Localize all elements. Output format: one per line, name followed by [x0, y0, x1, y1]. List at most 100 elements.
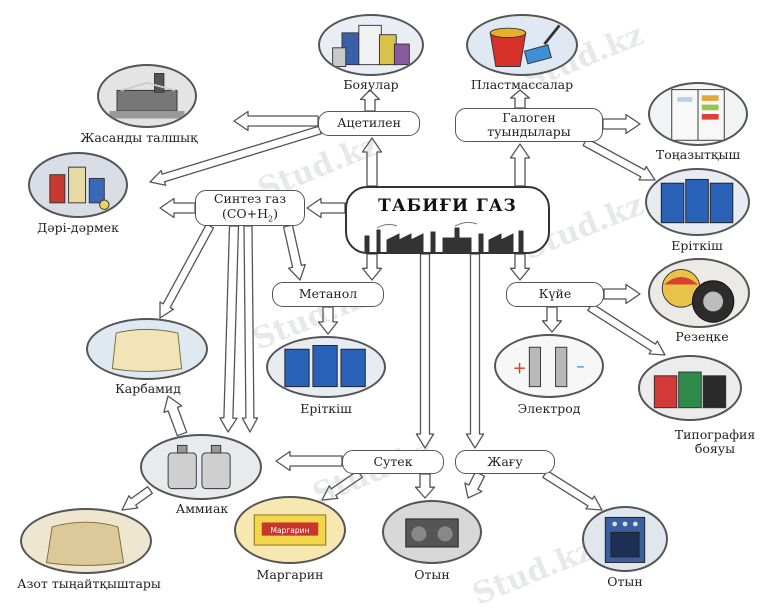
arrow-syngas-ammonia	[219, 225, 240, 433]
arrow-syngas-margarine-line	[241, 225, 259, 433]
plastics-picture	[466, 14, 578, 76]
arrow-ammonia-fertilizers	[121, 486, 153, 511]
electrode-icon: + –	[512, 346, 585, 388]
arrow-combustion-stove	[542, 469, 603, 511]
ammonia-label: Аммиак	[175, 501, 229, 516]
plastics-label: Пластмассалар	[470, 77, 574, 92]
arrow-syngas-urea	[159, 223, 215, 319]
fuel-right-picture	[582, 506, 668, 572]
svg-text:–: –	[576, 356, 584, 376]
margarine-label: Маргарин	[256, 567, 324, 582]
arrow-hub-halogen	[509, 143, 531, 187]
node-acetylene: Ацетилен	[318, 111, 420, 136]
plastic-bucket-icon	[489, 24, 561, 67]
urea-sack-icon	[111, 328, 183, 372]
printing-ink-label-1: Типография	[674, 427, 756, 442]
solvent-right-picture	[645, 168, 750, 236]
solvent-barrels-icon	[660, 178, 734, 224]
fertilizer-sack-icon	[46, 521, 125, 566]
gas-stove-icon	[604, 516, 646, 563]
factory-skyline-icon	[364, 222, 524, 252]
medicines-picture	[28, 152, 128, 218]
fuel-center-picture	[382, 500, 482, 564]
hub-title: ТАБИҒИ ГАЗ	[378, 196, 517, 216]
printing-ink-picture	[638, 355, 742, 421]
ammonia-tanks-icon	[167, 444, 231, 490]
electrode-label: Электрод	[517, 401, 581, 416]
margarine-pack-text: Маргарин	[271, 526, 310, 535]
arrow-hub-acetylene	[361, 137, 383, 187]
printing-ink-label: Типография бояуы	[660, 427, 770, 457]
nitrogen-fertilizers-label: Азот тыңайтқыштары	[17, 576, 161, 591]
urea-label: Карбамид	[115, 381, 181, 396]
printing-ink-label-2: бояуы	[694, 441, 736, 457]
node-combustion: Жағу	[455, 450, 555, 474]
tire-and-ball-icon	[661, 268, 735, 323]
arrow-soot-rubber	[603, 283, 641, 305]
paint-cans-icon	[332, 24, 410, 67]
hub-natural-gas: ТАБИҒИ ГАЗ	[345, 186, 550, 254]
node-acetylene-label: Ацетилен	[337, 115, 401, 131]
arrow-hub-syngas	[306, 197, 346, 219]
paints-picture	[318, 14, 424, 76]
margarine-pack-icon: Маргарин	[253, 514, 327, 546]
arrow-halogen-refrigerator	[602, 113, 641, 135]
node-methanol-label: Метанол	[298, 286, 358, 302]
artificial-fiber-label: Жасанды талшық	[80, 130, 198, 145]
arrow-acetylene-paints	[359, 89, 381, 112]
svg-text:+: +	[512, 358, 526, 378]
rubber-picture	[648, 258, 750, 328]
electrode-picture: + –	[494, 334, 604, 398]
medicines-label: Дәрі-дәрмек	[37, 220, 119, 235]
spinning-machine-icon	[109, 73, 185, 119]
arrow-syngas-methanol	[282, 224, 306, 281]
engine-icon	[405, 518, 459, 548]
arrow-hub-combustion	[465, 253, 485, 449]
syngas-formula-sub: 2	[268, 214, 274, 224]
arrow-ammonia-urea	[163, 395, 188, 437]
fuel-right-label: Отын	[607, 574, 643, 589]
arrow-hydrogen-fuel	[414, 473, 436, 499]
ammonia-picture	[140, 434, 262, 500]
refrigerator-label: Тоңазытқыш	[655, 147, 741, 162]
node-syngas-label-1: Синтез газ	[213, 191, 287, 207]
solvent-right-label: Еріткіш	[671, 238, 723, 253]
arrow-halogen-solvent	[582, 137, 656, 181]
syngas-formula-close: )	[273, 205, 279, 221]
arrow-hub-soot	[509, 253, 531, 281]
arrow-soot-electrode	[541, 306, 563, 333]
node-soot-label: Күйе	[538, 286, 572, 302]
arrow-methanol-solvent	[317, 306, 339, 335]
artificial-fiber-picture	[97, 64, 197, 128]
node-halogen-derivatives: Галоген туындылары	[455, 108, 603, 142]
medicine-bottles-icon	[49, 166, 110, 210]
syngas-formula-main: (CO+H	[221, 205, 269, 221]
arrow-soot-printing	[587, 302, 666, 356]
arrow-combustion-fuel	[464, 471, 486, 499]
node-halogen-label-1: Галоген	[502, 109, 556, 125]
arrow-acetylene-medicines	[149, 125, 322, 186]
arrow-hydrogen-margarine	[321, 470, 363, 501]
arrow-hydrogen-ammonia	[275, 450, 343, 472]
arrow-acetylene-fiber	[233, 110, 319, 132]
node-hydrogen-label: Сутек	[373, 453, 413, 469]
node-synthesis-gas: Синтез газ (CO+H2)	[195, 190, 305, 226]
solvent-center-label: Еріткіш	[300, 401, 352, 416]
arrow-hub-methanol	[361, 253, 383, 281]
refrigerator-picture	[648, 82, 748, 146]
paints-label: Бояулар	[343, 77, 399, 92]
node-methanol: Метанол	[272, 282, 384, 307]
margarine-picture: Маргарин	[234, 496, 346, 564]
arrow-syngas-medicines	[159, 197, 196, 219]
nitrogen-fertilizers-picture	[20, 508, 152, 574]
rubber-label: Резеңке	[675, 329, 729, 344]
ink-cans-icon	[653, 371, 727, 409]
node-halogen-label-2: туындылары	[487, 124, 571, 139]
solvent-barrels-icon-2	[284, 345, 366, 388]
node-hydrogen: Сутек	[342, 450, 444, 474]
arrow-hub-hydrogen	[415, 253, 435, 449]
node-soot: Күйе	[506, 282, 604, 307]
node-syngas-formula: (CO+H2)	[214, 205, 286, 224]
